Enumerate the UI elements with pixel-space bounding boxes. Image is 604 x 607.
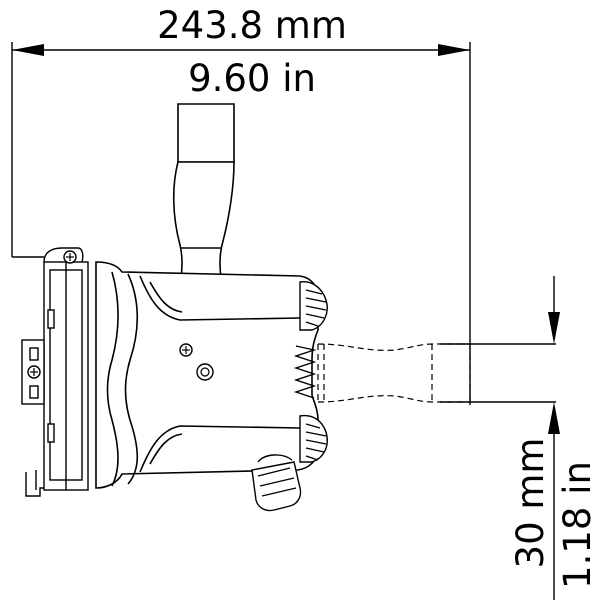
lower-fin-lines [305, 423, 327, 461]
lower-fin-block [299, 414, 328, 463]
housing-lower-bulge-inner [149, 433, 183, 465]
rear-top-hook [43, 247, 84, 263]
pivot-knob-icon [196, 363, 214, 381]
front-zigzag-fins [293, 345, 317, 399]
arrowhead-icon [438, 44, 470, 56]
dashed-mounting-pipe [317, 343, 471, 403]
gap-in-label: 1.18 in [556, 461, 599, 589]
crosshair-screw-icon [179, 343, 193, 357]
gland-collar [257, 454, 293, 463]
housing-upper-bulge-inner [149, 281, 183, 313]
screw-icon [63, 250, 77, 264]
arrowhead-icon [548, 402, 560, 434]
pipe-bottom-outline [317, 395, 470, 403]
crosshair-screw-icon [27, 365, 41, 379]
cable-gland [251, 454, 302, 512]
upper-fin-block [299, 281, 328, 331]
width-mm-label: 243.8 mm [157, 4, 347, 47]
width-in-label: 9.60 in [188, 57, 316, 100]
rear-tab [47, 423, 55, 443]
rear-bottom-hook [25, 472, 44, 497]
connector-slot [29, 385, 39, 399]
bracket-top-plate [177, 103, 235, 163]
upper-fin-lines [305, 289, 327, 327]
housing-rear-curve [106, 271, 119, 487]
rear-tab [47, 309, 55, 329]
arrowhead-icon [12, 44, 44, 56]
housing-rear-curve-inner [124, 273, 139, 485]
arrowhead-icon [548, 312, 560, 344]
connector-slot [29, 347, 39, 361]
pipe-top-outline [317, 343, 470, 351]
gland-ridges [257, 467, 297, 497]
gap-mm-label: 30 mm [509, 438, 552, 569]
width-dimension [11, 42, 471, 405]
gland-body [251, 461, 302, 512]
heat-sink-fins [293, 281, 328, 463]
rear-panel [21, 247, 89, 497]
